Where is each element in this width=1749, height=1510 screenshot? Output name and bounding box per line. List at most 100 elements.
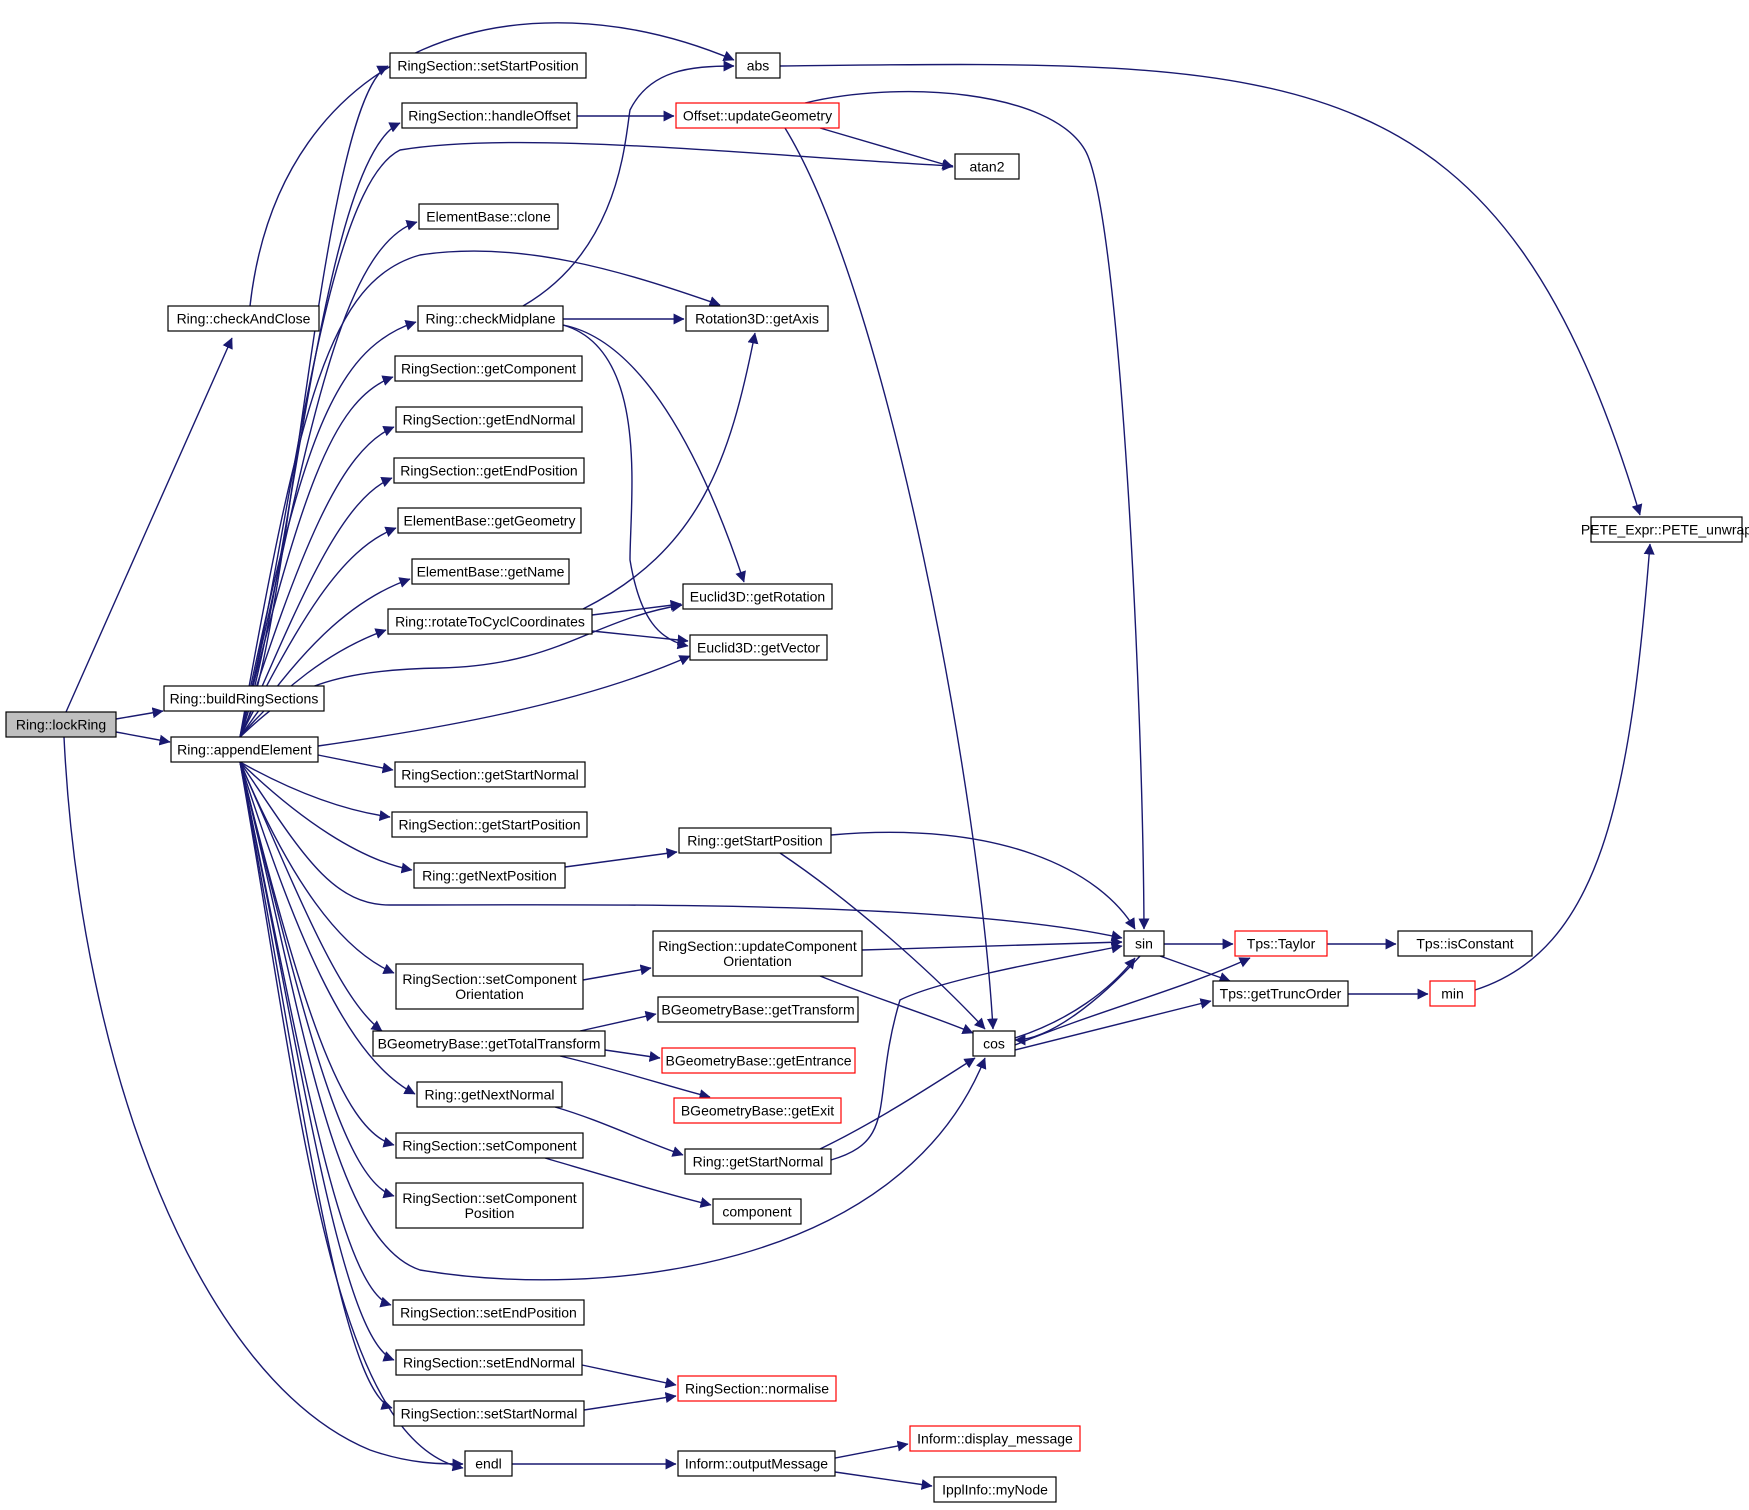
node-getTotalTransform[interactable]: BGeometryBase::getTotalTransform [372,1030,606,1057]
node-getComponent[interactable]: RingSection::getComponent [394,355,583,382]
node-ringGetStartPosition[interactable]: Ring::getStartPosition [678,827,832,854]
node-sin[interactable]: sin [1123,930,1165,957]
edge-outputMessage-to-displayMessage [834,1440,909,1459]
node-lockRing[interactable]: Ring::lockRing [5,711,117,738]
edge-cos-to-getTruncOrder [1014,998,1212,1051]
edge-appendElement-to-getNextNormal [239,761,416,1095]
node-label: PETE_Expr::PETE_unwrap [1581,522,1749,538]
node-checkMidplane[interactable]: Ring::checkMidplane [417,305,564,332]
node-box [954,153,1020,180]
node-component[interactable]: component [712,1198,802,1225]
edge-appendElement-to-getNextPosition [239,761,413,874]
node-setEndNormal[interactable]: RingSection::setEndNormal [395,1349,583,1376]
edge-lockRing-to-checkAndClose [65,337,233,713]
edge-outputMessage-to-myNode [834,1471,933,1490]
node-setStartNormal[interactable]: RingSection::setStartNormal [393,1400,585,1427]
node-getAxis[interactable]: Rotation3D::getAxis [685,305,829,332]
node-atan2[interactable]: atan2 [954,153,1020,180]
node-label: RingSection::updateComponent [658,938,857,954]
node-taylor[interactable]: Tps::Taylor [1234,930,1328,957]
edge-setStartNormal-to-normalise [583,1392,677,1411]
node-getEndPosition[interactable]: RingSection::getEndPosition [393,457,585,484]
node-setEndPosition[interactable]: RingSection::setEndPosition [392,1299,585,1326]
node-getStartNormalRS[interactable]: RingSection::getStartNormal [394,761,586,788]
node-box [735,52,781,79]
node-box [5,711,117,738]
node-box [1590,516,1743,543]
node-rotateToCycl[interactable]: Ring::rotateToCyclCoordinates [387,608,593,635]
edge-updateCompOrient-to-sin [861,936,1123,951]
node-box [972,1030,1016,1057]
node-box [393,1400,585,1427]
node-label: ElementBase::getName [417,564,565,580]
node-cos[interactable]: cos [972,1030,1016,1057]
node-normalise[interactable]: RingSection::normalise [677,1375,837,1402]
node-updateGeometry[interactable]: Offset::updateGeometry [675,102,840,129]
node-getGeometry[interactable]: ElementBase::getGeometry [397,507,582,534]
node-displayMessage[interactable]: Inform::display_message [909,1425,1081,1452]
node-label: BGeometryBase::getTotalTransform [378,1036,601,1052]
node-setStartPosition[interactable]: RingSection::setStartPosition [389,52,587,79]
node-handleOffset[interactable]: RingSection::handleOffset [401,102,578,129]
node-ringGetStartNormal[interactable]: Ring::getStartNormal [684,1148,832,1175]
node-box [416,1081,563,1108]
edge-appendElement-to-getStartNormalRS [317,754,394,774]
node-getEndNormal[interactable]: RingSection::getEndNormal [395,406,583,433]
node-box [395,406,583,433]
node-box [673,1097,842,1124]
node-box [401,102,578,129]
edge-appendElement-to-getComponent [239,375,394,738]
node-getTransform[interactable]: BGeometryBase::getTransform [657,996,859,1023]
node-getRotation[interactable]: Euclid3D::getRotation [682,583,833,610]
node-box [1212,980,1349,1007]
edge-rotateToCycl-to-getRotation [591,599,682,616]
node-getNextNormal[interactable]: Ring::getNextNormal [416,1081,563,1108]
node-box [393,457,585,484]
node-isConstant[interactable]: Tps::isConstant [1397,930,1533,957]
edge-sin-to-getTruncOrder [1159,955,1231,983]
node-min[interactable]: min [1429,980,1476,1007]
edge-lockRing-to-buildRingSections [115,707,164,720]
edge-updateCompOrient-to-cos [819,975,974,1035]
edge-updateGeometry-to-sin [804,90,1150,930]
edge-appendElement-to-getEndNormal [239,426,395,738]
edge-appendElement-to-getTotalTransform [239,761,383,1032]
node-label: Ring::lockRing [16,717,106,733]
node-label: min [1441,986,1464,1002]
node-getExit[interactable]: BGeometryBase::getExit [673,1097,842,1124]
node-getName[interactable]: ElementBase::getName [411,558,570,585]
node-label: RingSection::setEndNormal [403,1355,575,1371]
edge-checkMidplane-to-abs [522,60,735,307]
node-box [394,355,583,382]
node-buildRingSections[interactable]: Ring::buildRingSections [163,685,325,712]
edge-setEndNormal-to-normalise [581,1364,677,1389]
node-pete[interactable]: PETE_Expr::PETE_unwrap [1581,516,1749,543]
edge-appendElement-to-setEndPosition [239,761,392,1308]
node-label: RingSection::setStartNormal [401,1406,578,1422]
edge-rotateToCycl-to-getAxis [582,332,759,610]
node-myNode[interactable]: IpplInfo::myNode [933,1476,1057,1503]
edge-getNextPosition-to-ringGetStartPosition [564,847,678,868]
node-label: RingSection::setEndPosition [400,1305,577,1321]
edge-appendElement-to-sin [239,761,1123,942]
node-getStartPositionRS[interactable]: RingSection::getStartPosition [391,811,588,838]
node-checkAndClose[interactable]: Ring::checkAndClose [167,305,320,332]
node-label: BGeometryBase::getExit [681,1103,834,1119]
node-outputMessage[interactable]: Inform::outputMessage [677,1450,836,1477]
node-getEntrance[interactable]: BGeometryBase::getEntrance [661,1047,856,1074]
node-box [712,1198,802,1225]
node-setComponent[interactable]: RingSection::setComponent [395,1132,584,1159]
node-getNextPosition[interactable]: Ring::getNextPosition [413,862,566,889]
node-label: Orientation [455,986,523,1002]
node-label: Tps::Taylor [1247,936,1316,952]
node-endl[interactable]: endl [464,1450,513,1477]
node-appendElement[interactable]: Ring::appendElement [170,736,319,763]
node-getTruncOrder[interactable]: Tps::getTruncOrder [1212,980,1349,1007]
edge-appendElement-to-getVector [317,655,691,747]
node-getVector[interactable]: Euclid3D::getVector [689,634,828,661]
node-clone[interactable]: ElementBase::clone [418,203,559,230]
node-abs[interactable]: abs [735,52,781,79]
